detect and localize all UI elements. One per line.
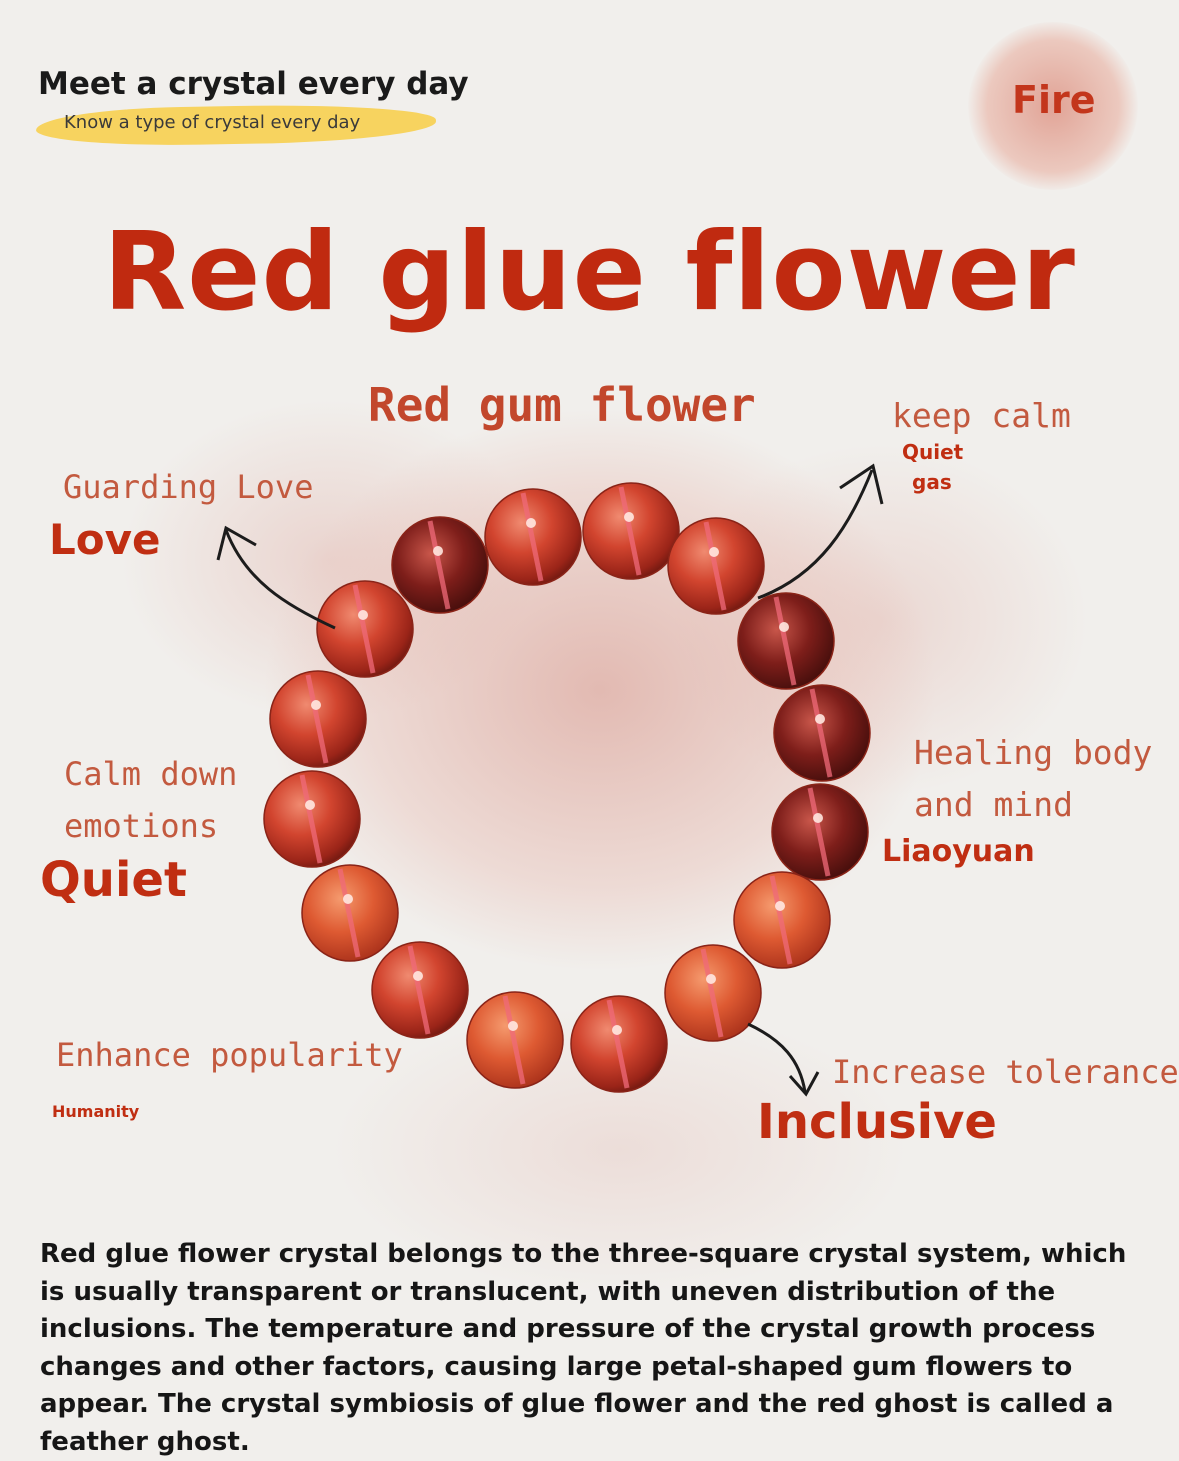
bead-highlight [624, 512, 634, 522]
arrow-icon [224, 529, 336, 630]
bead-string [769, 875, 793, 965]
bead-string [809, 688, 833, 778]
bead-string [407, 945, 431, 1035]
calm-down-label: Calm down [64, 755, 238, 793]
bead-highlight [433, 546, 443, 556]
bead-highlight [508, 1021, 518, 1031]
bead-highlight [526, 518, 536, 528]
bead-highlight [706, 974, 716, 984]
bead-highlight [311, 700, 321, 710]
increase-tolerance-label: Increase tolerance [832, 1053, 1179, 1091]
bead-highlight [779, 622, 789, 632]
humanity-tag: Humanity [52, 1102, 140, 1121]
bead-highlight [305, 800, 315, 810]
bead-string [773, 596, 797, 686]
quiet-tag: Quiet [902, 440, 964, 464]
keep-calm-label: keep calm [892, 396, 1071, 435]
alt-name: Red gum flower [368, 378, 756, 432]
bead-string [305, 674, 329, 764]
bead-string [606, 999, 630, 1089]
header-title: Meet a crystal every day [38, 66, 469, 102]
bead-string [352, 584, 376, 674]
bead-string [427, 520, 451, 610]
inclusive-tag: Inclusive [757, 1094, 997, 1150]
bead-string [618, 486, 642, 576]
bead-string [520, 492, 544, 582]
bead-string [703, 521, 727, 611]
arrow-icon [757, 469, 874, 600]
description-paragraph: Red glue flower crystal belongs to the t… [40, 1239, 1127, 1457]
bead-highlight [709, 547, 719, 557]
bead-highlight [343, 894, 353, 904]
bead-highlight [358, 610, 368, 620]
and-mind-label: and mind [914, 785, 1073, 824]
bead-string [502, 995, 526, 1085]
element-badge: Fire [1012, 78, 1096, 122]
bead-string [807, 787, 831, 877]
liaoyuan-tag: Liaoyuan [882, 834, 1035, 869]
emotions-label: emotions [64, 807, 219, 845]
enhance-popularity-label: Enhance popularity [56, 1036, 403, 1074]
quiet-main-tag: Quiet [40, 852, 187, 908]
bead-highlight [612, 1025, 622, 1035]
bead-highlight [775, 901, 785, 911]
bead-highlight [815, 714, 825, 724]
gas-tag: gas [912, 470, 952, 494]
bead-highlight [813, 813, 823, 823]
healing-body-label: Healing body [914, 733, 1153, 772]
bead-highlight [413, 971, 423, 981]
main-title: Red glue flower [103, 210, 1076, 335]
bead-string [337, 868, 361, 958]
bead-string [299, 774, 323, 864]
love-tag: Love [49, 515, 161, 564]
guarding-love-label: Guarding Love [63, 468, 314, 506]
arrow-icon [747, 1022, 807, 1093]
bead-string [700, 948, 724, 1038]
watercolor-blot [968, 22, 1138, 190]
header-subtitle: Know a type of crystal every day [64, 112, 361, 133]
